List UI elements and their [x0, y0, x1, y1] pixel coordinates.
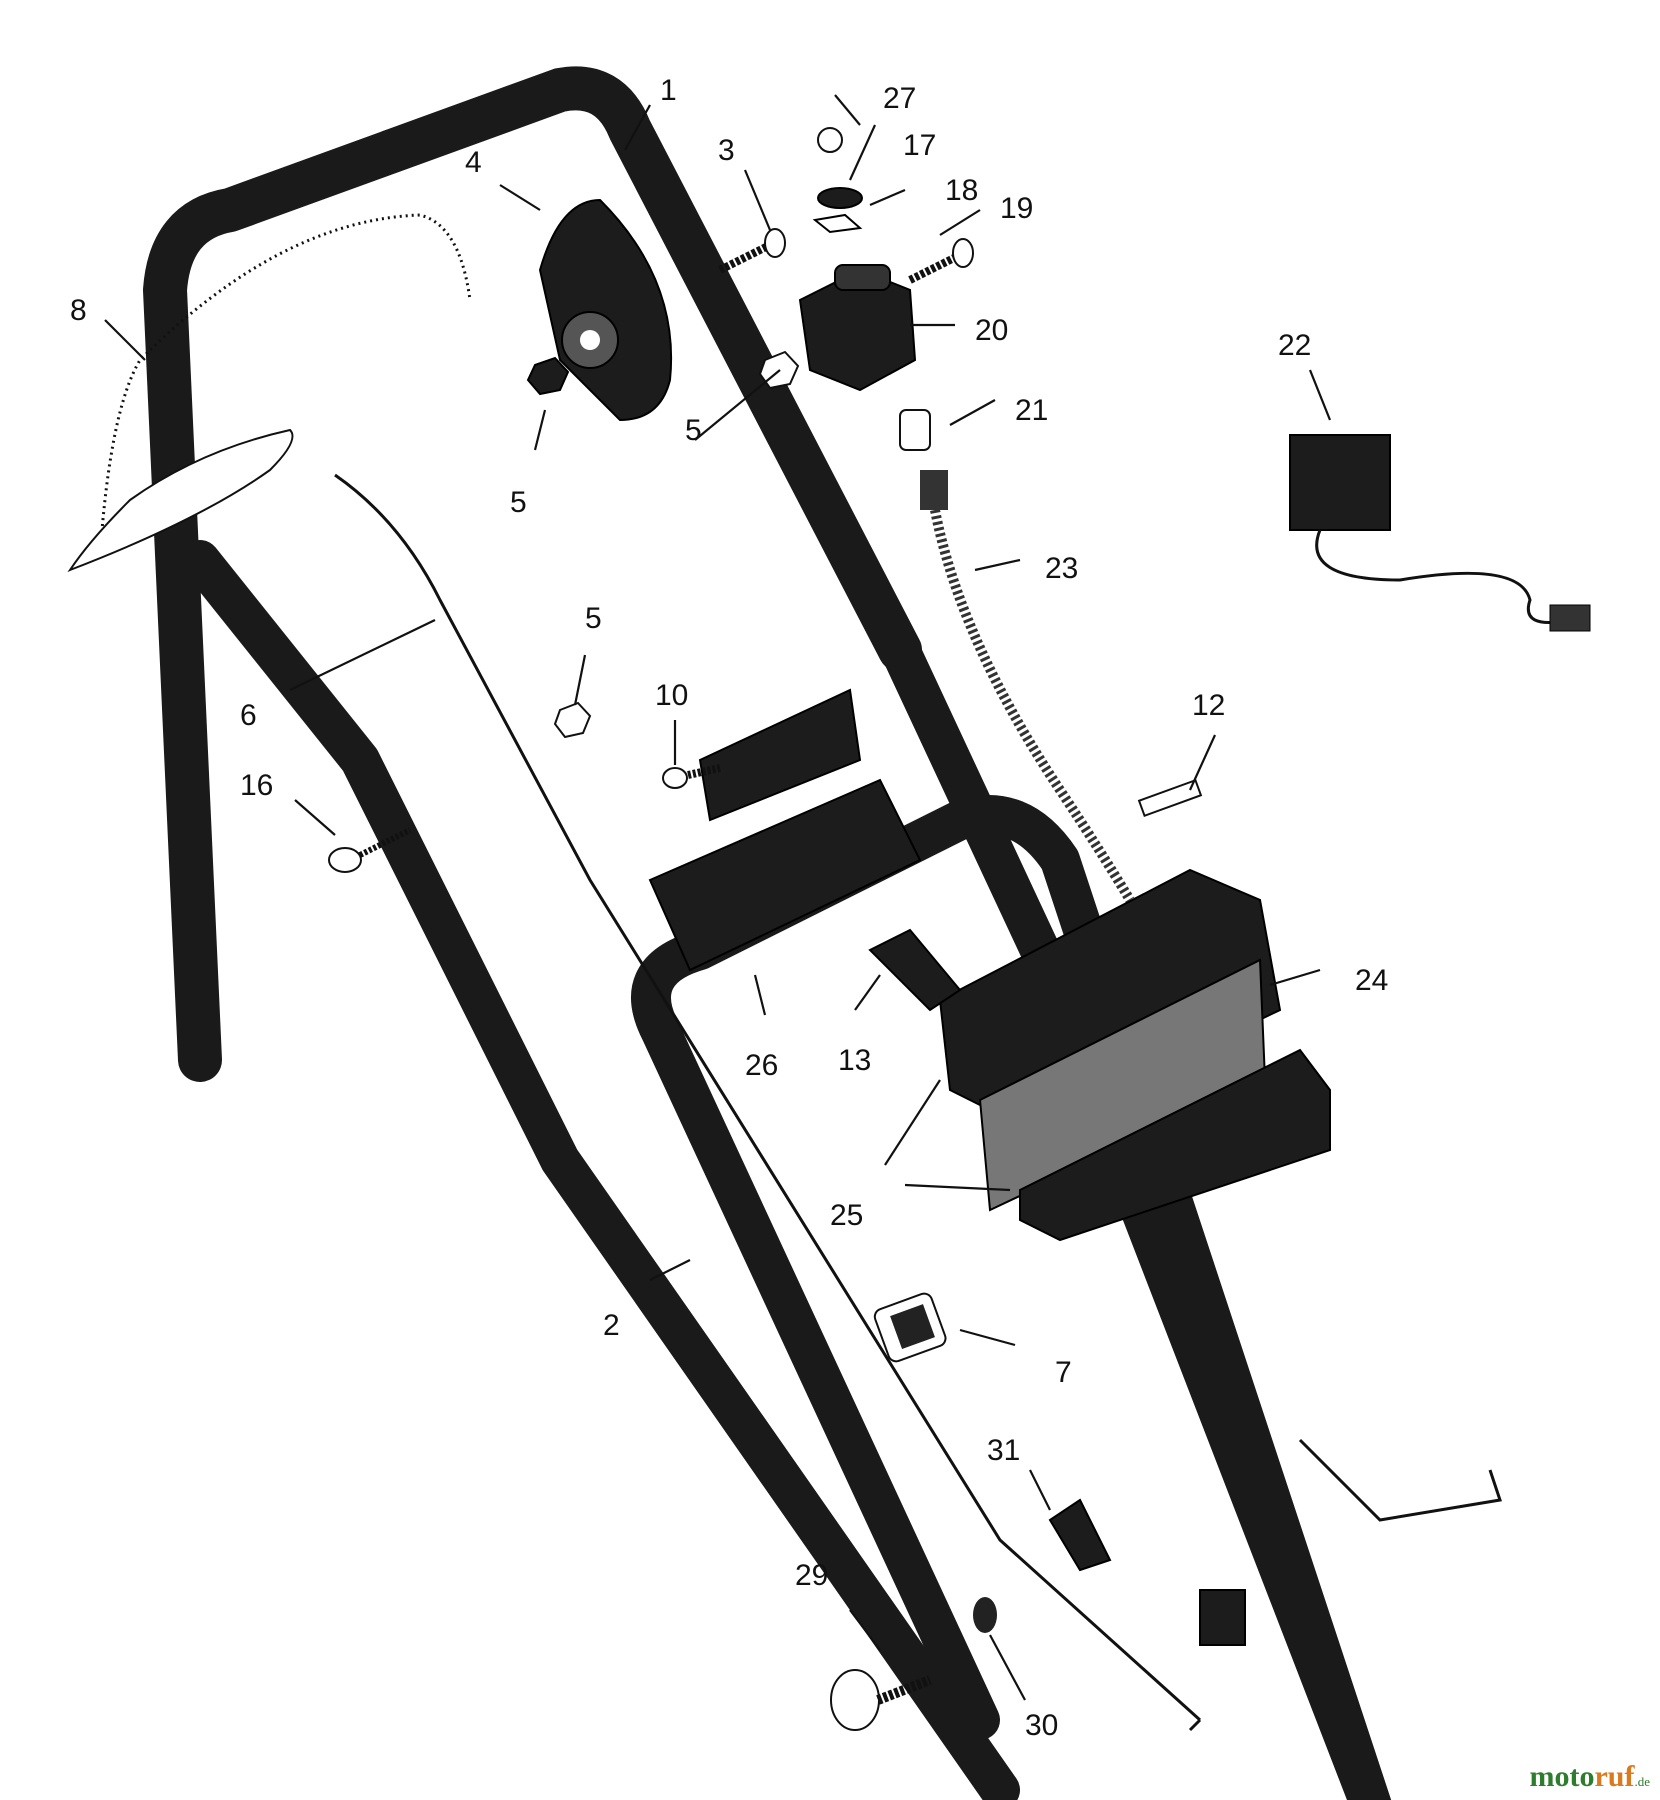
key-icon: [817, 127, 843, 153]
callout-26: 26: [745, 1049, 778, 1082]
callout-23: 23: [1045, 552, 1078, 585]
bracket-26: [648, 778, 922, 972]
lever-31: [1048, 1498, 1112, 1572]
callout-22: 22: [1278, 329, 1311, 362]
washer-30: [973, 1597, 997, 1633]
battery-cover-25: [1019, 1048, 1331, 1242]
bolt-29: [830, 1669, 880, 1731]
callout-10: 10: [655, 679, 688, 712]
callout-19: 19: [1000, 192, 1033, 225]
callout-8: 8: [70, 294, 87, 327]
callout-3: 3: [718, 134, 735, 167]
callout-5: 5: [685, 414, 702, 447]
plug-connector: [1199, 1589, 1246, 1646]
callout-6: 6: [240, 699, 257, 732]
cable-6: [334, 473, 1202, 1722]
callout-21: 21: [1015, 394, 1048, 427]
callout-17: 17: [903, 129, 936, 162]
callout-29: 29: [795, 1559, 828, 1592]
callout-4: 4: [465, 146, 482, 179]
watermark-main: moto: [1529, 1760, 1595, 1793]
callout-20: 20: [975, 314, 1008, 347]
charger-22: [1289, 434, 1391, 531]
handle-leg-left: [180, 540, 1020, 1800]
battery-pack-24: [938, 868, 1282, 1132]
screw-3: [718, 241, 772, 274]
callout-5: 5: [510, 486, 527, 519]
callout-30: 30: [1025, 1709, 1058, 1742]
callout-13: 13: [838, 1044, 871, 1077]
bail-shield: [67, 428, 294, 573]
bail-wire: [98, 213, 472, 557]
callout-25: 25: [830, 1199, 863, 1232]
callout-12: 12: [1192, 689, 1225, 722]
callout-1: 1: [660, 74, 677, 107]
harness-23: [930, 509, 1135, 903]
callout-27: 27: [883, 82, 916, 115]
callout-18: 18: [945, 174, 978, 207]
bolt-12: [1137, 778, 1203, 818]
knob-13: [868, 928, 962, 1012]
nut-5c: [553, 701, 592, 739]
screw-19: [908, 251, 962, 284]
control-box: [538, 198, 673, 422]
callout-31: 31: [987, 1434, 1020, 1467]
callout-24: 24: [1355, 964, 1388, 997]
callout-7: 7: [1055, 1356, 1072, 1389]
callout-5: 5: [585, 602, 602, 635]
callout-16: 16: [240, 769, 273, 802]
leader-lines: [104, 94, 1332, 1701]
watermark-tld: .de: [1634, 1774, 1650, 1789]
callout-2: 2: [603, 1309, 620, 1342]
watermark-accent: ruf: [1594, 1760, 1635, 1793]
eyebolt-16: [328, 847, 362, 873]
connector-21: [899, 409, 931, 451]
watermark-logo: motoruf.de: [1529, 1760, 1650, 1794]
nut-5a: [526, 356, 570, 396]
screw-10: [662, 767, 688, 789]
